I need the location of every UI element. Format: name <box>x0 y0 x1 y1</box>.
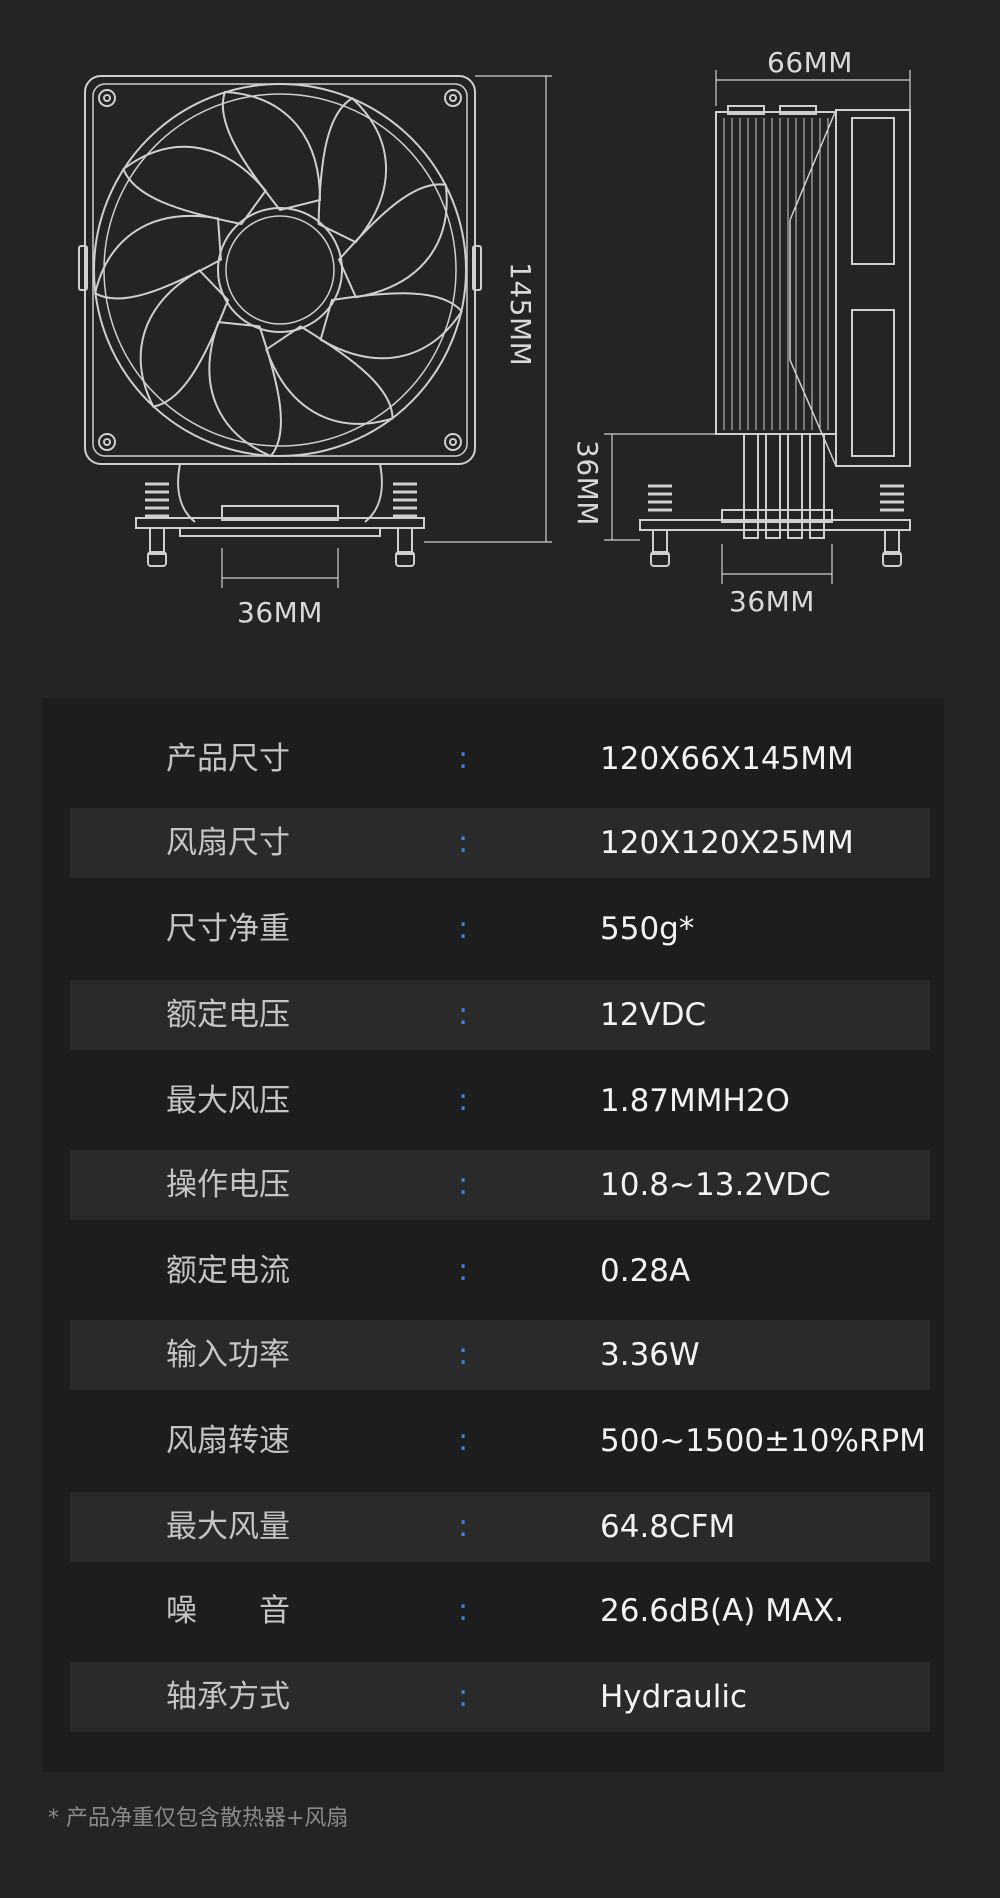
spec-value: 64.8CFM <box>600 1509 736 1545</box>
spec-colon: : <box>458 1167 469 1202</box>
spec-row-noise: 噪 音 : 26.6dB(A) MAX. <box>70 1576 930 1646</box>
spec-colon: : <box>458 911 469 946</box>
spec-row-max-pressure: 最大风压 : 1.87MMH2O <box>70 1066 930 1136</box>
spec-row-input-power: 输入功率 : 3.36W <box>70 1320 930 1390</box>
spec-value: 500~1500±10%RPM <box>600 1423 926 1459</box>
spec-value: 120X120X25MM <box>600 825 854 861</box>
spec-value: 0.28A <box>600 1253 691 1289</box>
dimension-side-base-36: 36MM <box>729 585 815 618</box>
spec-value: 26.6dB(A) MAX. <box>600 1593 845 1629</box>
dimension-width-66: 66MM <box>767 46 853 79</box>
dimension-height-145: 145MM <box>504 262 537 367</box>
spec-label: 风扇转速 <box>166 1423 290 1459</box>
spec-colon: : <box>458 1593 469 1628</box>
side-view <box>604 70 911 584</box>
dimension-base-height-36: 36MM <box>571 440 604 526</box>
spec-value: 10.8~13.2VDC <box>600 1167 831 1203</box>
spec-row-fan-speed: 风扇转速 : 500~1500±10%RPM <box>70 1406 930 1476</box>
spec-label: 最大风量 <box>166 1509 290 1545</box>
technical-drawing: 66MM 145MM 36MM 36MM 36MM <box>0 0 1000 680</box>
spec-colon: : <box>458 1337 469 1372</box>
spec-value: 550g* <box>600 911 695 947</box>
spec-row-bearing-type: 轴承方式 : Hydraulic <box>70 1662 930 1732</box>
spec-label: 风扇尺寸 <box>166 825 290 861</box>
spec-value: 3.36W <box>600 1337 700 1373</box>
spec-row-max-airflow: 最大风量 : 64.8CFM <box>70 1492 930 1562</box>
spec-label: 尺寸净重 <box>166 911 290 947</box>
spec-row-rated-current: 额定电流 : 0.28A <box>70 1236 930 1306</box>
spec-colon: : <box>458 1253 469 1288</box>
spec-label: 轴承方式 <box>166 1679 290 1715</box>
spec-row-net-weight: 尺寸净重 : 550g* <box>70 894 930 964</box>
spec-label: 输入功率 <box>166 1337 290 1373</box>
spec-colon: : <box>458 1423 469 1458</box>
spec-row-rated-voltage: 额定电压 : 12VDC <box>70 980 930 1050</box>
spec-colon: : <box>458 1679 469 1714</box>
spec-value: 12VDC <box>600 997 707 1033</box>
spec-table: 产品尺寸 : 120X66X145MM 风扇尺寸 : 120X120X25MM … <box>42 698 944 1772</box>
spec-value: Hydraulic <box>600 1679 747 1715</box>
spec-label: 最大风压 <box>166 1083 290 1119</box>
cooler-line-drawing <box>78 70 911 588</box>
spec-row-fan-size: 风扇尺寸 : 120X120X25MM <box>70 808 930 878</box>
spec-colon: : <box>458 741 469 776</box>
spec-row-operating-voltage: 操作电压 : 10.8~13.2VDC <box>70 1150 930 1220</box>
spec-colon: : <box>458 825 469 860</box>
spec-label: 额定电压 <box>166 997 290 1033</box>
spec-label: 噪 音 <box>166 1593 290 1629</box>
spec-value: 120X66X145MM <box>600 741 854 777</box>
spec-label: 额定电流 <box>166 1253 290 1289</box>
dimension-front-base-36: 36MM <box>237 596 323 629</box>
spec-row-product-size: 产品尺寸 : 120X66X145MM <box>70 724 930 794</box>
spec-colon: : <box>458 1083 469 1118</box>
spec-value: 1.87MMH2O <box>600 1083 790 1119</box>
front-view <box>78 75 552 588</box>
spec-label: 产品尺寸 <box>166 741 290 777</box>
spec-label: 操作电压 <box>166 1167 290 1203</box>
spec-colon: : <box>458 1509 469 1544</box>
footnote: * 产品净重仅包含散热器+风扇 <box>48 1806 349 1831</box>
spec-colon: : <box>458 997 469 1032</box>
